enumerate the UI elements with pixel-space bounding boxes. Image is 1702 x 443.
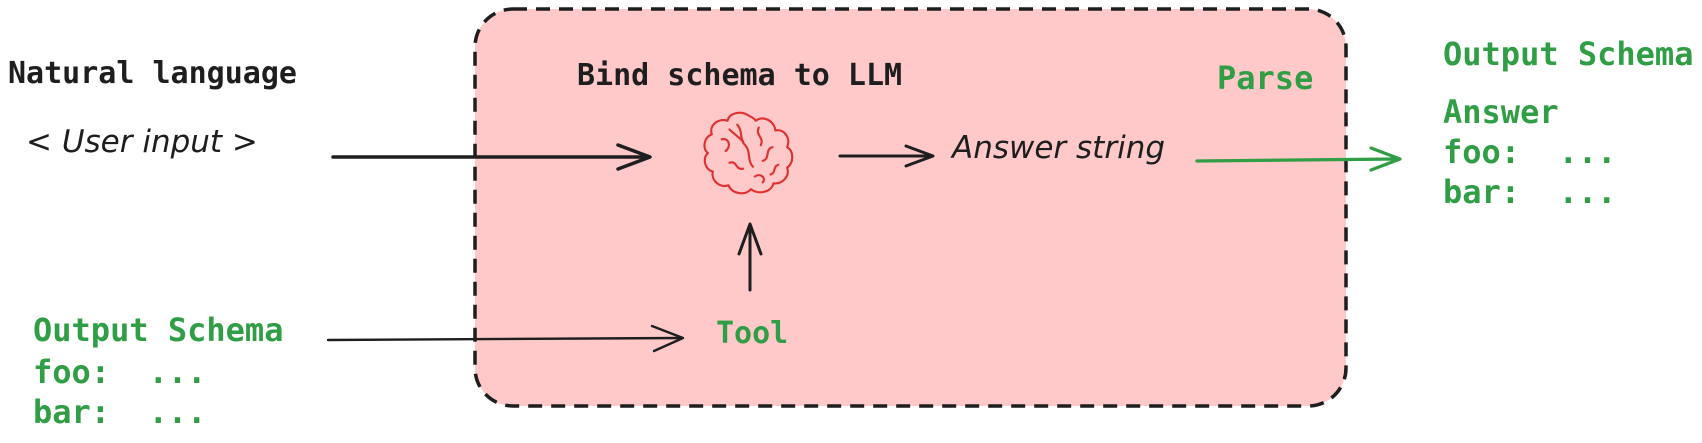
- parse-label: Parse: [1217, 59, 1314, 97]
- left-output-schema-title: Output Schema: [33, 311, 284, 349]
- arrow-answer-to-output: [1195, 146, 1402, 172]
- arrow-schema-to-tool: [326, 324, 685, 353]
- right-output-foo: foo: ...: [1443, 133, 1617, 171]
- right-output-bar: bar: ...: [1443, 173, 1617, 211]
- bind-schema-title: Bind schema to LLM: [577, 58, 903, 93]
- arrow-tool-to-llm: [737, 222, 763, 292]
- answer-string-label: Answer string: [952, 130, 1166, 166]
- brain-icon: [700, 108, 798, 198]
- left-output-schema-bar: bar: ...: [33, 393, 207, 431]
- llm-bind-box: [473, 7, 1348, 408]
- left-output-schema-foo: foo: ...: [33, 353, 207, 391]
- tool-label: Tool: [716, 316, 789, 351]
- natural-language-label: Natural language: [8, 56, 297, 91]
- arrow-llm-to-answer: [838, 144, 935, 168]
- right-answer-label: Answer: [1443, 93, 1559, 131]
- arrow-user-input-to-llm: [331, 143, 652, 171]
- user-input-label: < User input >: [26, 124, 258, 160]
- right-output-schema-title: Output Schema: [1443, 35, 1694, 73]
